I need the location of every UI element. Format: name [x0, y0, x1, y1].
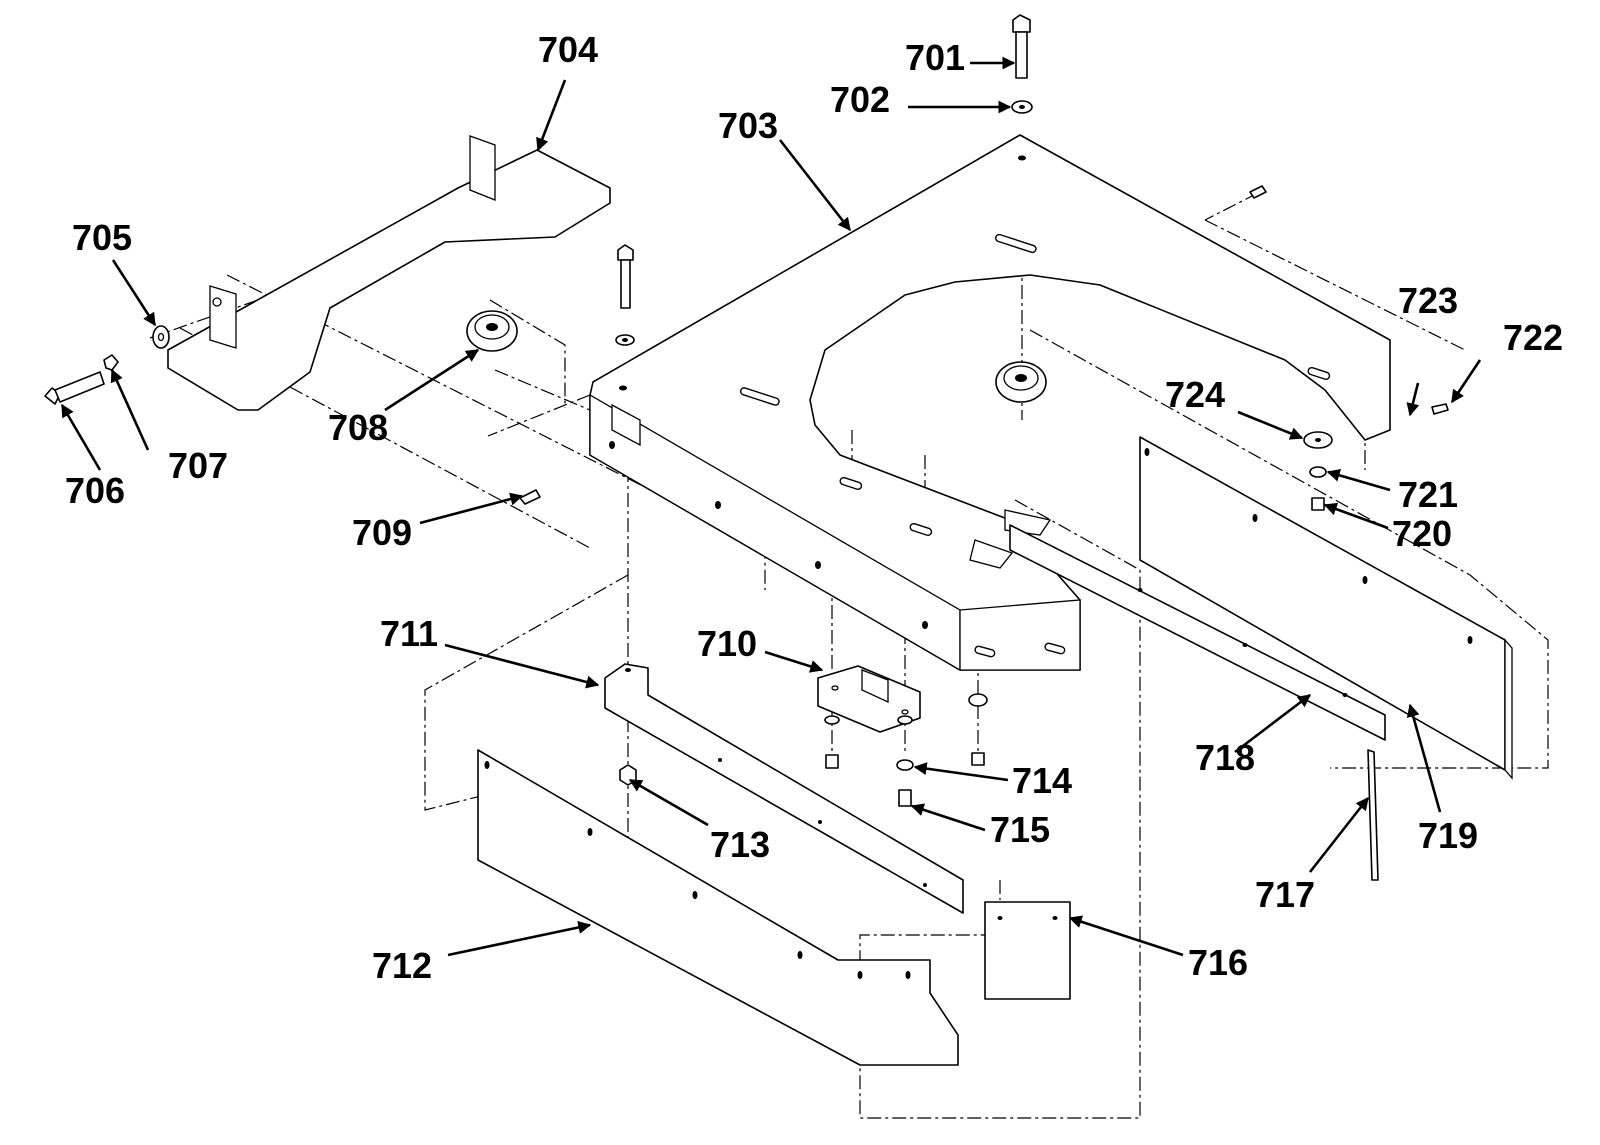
part-717-pin [1367, 749, 1379, 881]
callout-715: 715 [990, 809, 1050, 850]
callout-713: 713 [710, 824, 770, 865]
leader-lines [60, 56, 1482, 957]
part-708-roller-center [995, 361, 1047, 403]
part-bolt-left [615, 244, 635, 346]
part-704-bracket [167, 135, 611, 411]
part-703-main-plate [589, 134, 1391, 672]
part-709-screw [519, 489, 541, 505]
part-702-washer [1011, 100, 1033, 114]
callout-704: 704 [538, 29, 598, 70]
part-710-latch [817, 665, 921, 733]
callout-723: 723 [1398, 280, 1458, 321]
callout-719: 719 [1418, 815, 1478, 856]
part-707-nut [103, 354, 119, 371]
callout-705: 705 [72, 217, 132, 258]
callout-716: 716 [1188, 942, 1248, 983]
part-719-plate [1139, 436, 1513, 780]
part-705-washer [152, 325, 170, 349]
part-708-roller [466, 310, 518, 352]
callout-720: 720 [1392, 513, 1452, 554]
callout-703: 703 [718, 105, 778, 146]
callout-722: 722 [1503, 317, 1563, 358]
callout-709: 709 [352, 512, 412, 553]
callout-707: 707 [168, 445, 228, 486]
callout-712: 712 [372, 945, 432, 986]
callout-706: 706 [65, 470, 125, 511]
callout-717: 717 [1255, 874, 1315, 915]
part-721-lockwasher [1309, 466, 1327, 478]
part-712-plate [477, 749, 959, 1066]
part-718-strip [1009, 524, 1386, 741]
callout-710: 710 [697, 623, 757, 664]
part-715-screw [898, 789, 912, 807]
callout-724: 724 [1165, 374, 1225, 415]
part-716-plate [984, 901, 1071, 1000]
part-714-lockwasher [896, 759, 914, 771]
part-706-bolt [44, 371, 105, 405]
callout-labels: 701 702 703 704 705 706 707 708 709 710 … [65, 29, 1563, 986]
part-screw-top-right [1249, 185, 1267, 199]
callout-708: 708 [328, 407, 388, 448]
callout-711: 711 [380, 613, 438, 654]
callout-701: 701 [905, 37, 965, 78]
callout-721: 721 [1398, 474, 1458, 515]
part-screws-under-latch [824, 693, 988, 769]
part-701-bolt [1012, 14, 1031, 79]
callout-714: 714 [1012, 760, 1072, 801]
part-711-strip [604, 663, 964, 914]
part-722-screw [1431, 403, 1449, 415]
callout-718: 718 [1195, 737, 1255, 778]
callout-702: 702 [830, 79, 890, 120]
part-724-washer [1303, 431, 1333, 449]
part-720-screw [1311, 497, 1325, 511]
